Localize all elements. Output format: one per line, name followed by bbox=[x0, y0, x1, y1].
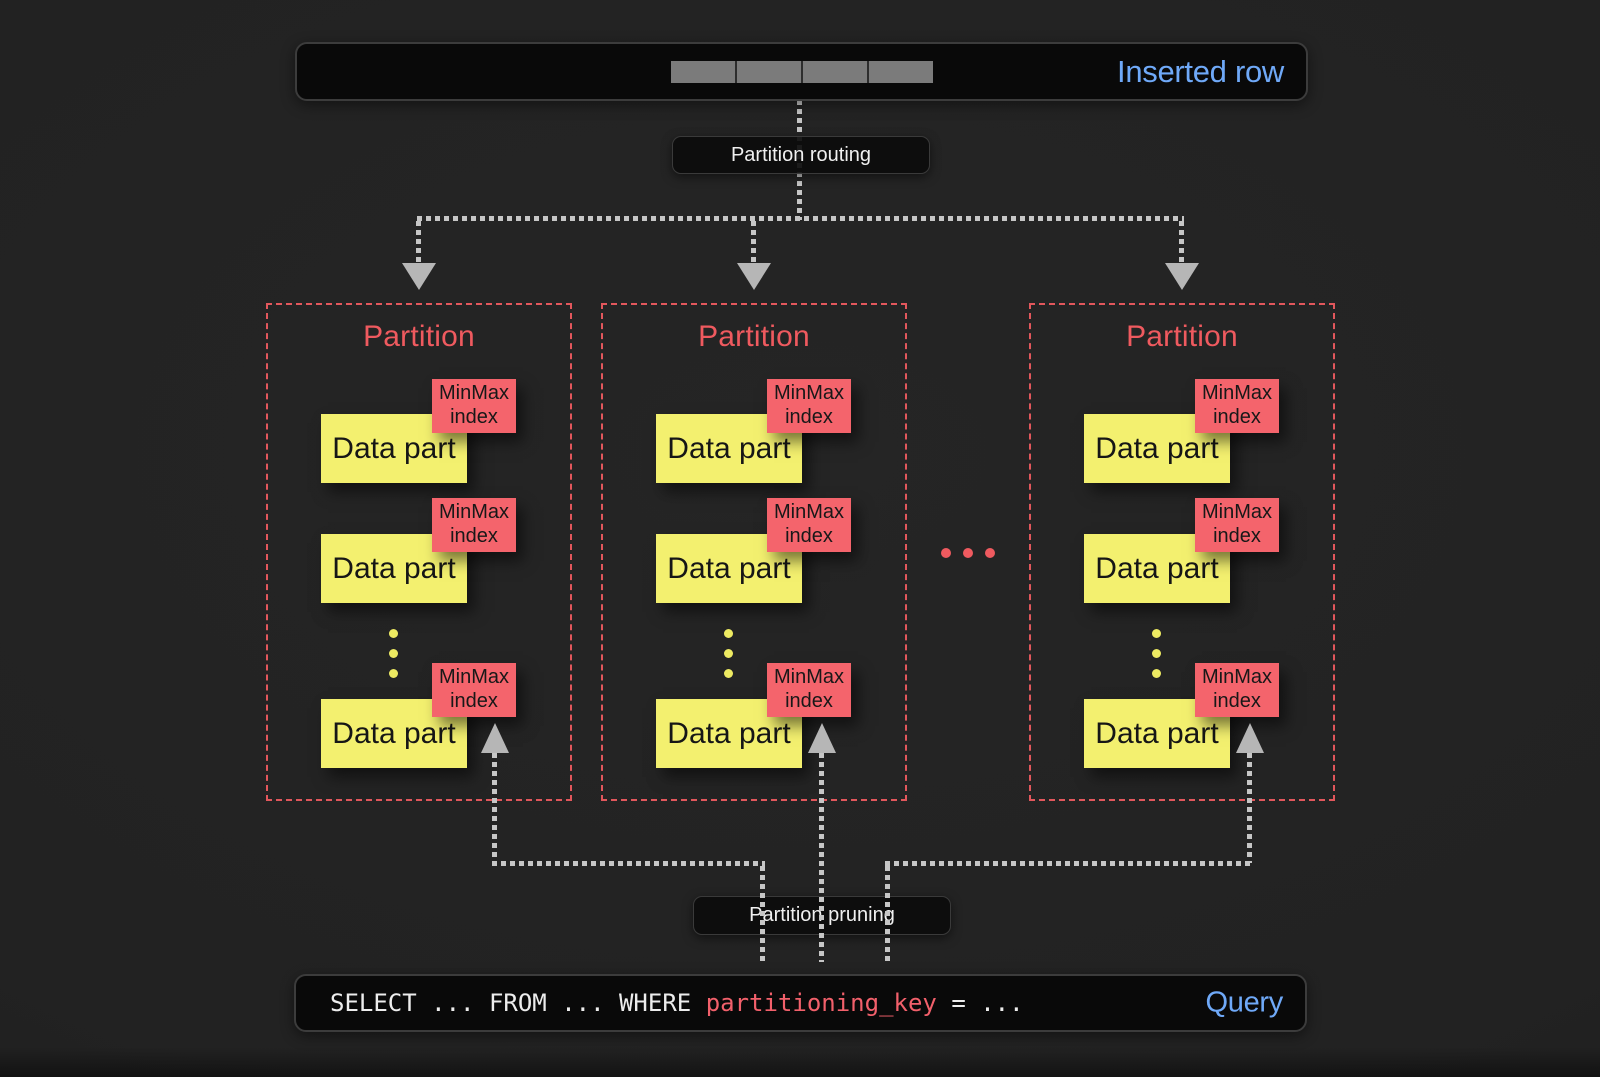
query-box: SELECT ... FROM ... WHERE partitioning_k… bbox=[294, 974, 1307, 1032]
partition-box-3: Partition Data part MinMax index Data pa… bbox=[1029, 303, 1335, 801]
minmax-tag-line2: index bbox=[1213, 406, 1261, 428]
data-part-box: Data part bbox=[321, 699, 467, 768]
pruning-arrow-up-3-icon bbox=[1236, 723, 1264, 753]
pruning-arrow-up-1-icon bbox=[481, 723, 509, 753]
sql-prefix: SELECT ... FROM ... WHERE bbox=[330, 989, 706, 1017]
inserted-row-cells bbox=[671, 61, 933, 83]
pruning-rise-line-1 bbox=[492, 753, 497, 863]
minmax-tag-line1: MinMax bbox=[1201, 382, 1272, 405]
routing-arrow-down-1-icon bbox=[402, 263, 436, 290]
inserted-row-box: Inserted row bbox=[295, 42, 1308, 101]
minmax-index-tag: MinMax index bbox=[767, 379, 851, 433]
sql-text: SELECT ... FROM ... WHERE partitioning_k… bbox=[330, 989, 1024, 1017]
pruning-leg-right bbox=[885, 866, 890, 962]
minmax-index-tag: MinMax index bbox=[432, 379, 516, 433]
sql-partitioning-key: partitioning_key bbox=[705, 989, 937, 1017]
row-cell bbox=[671, 61, 735, 83]
query-label: Query bbox=[1205, 986, 1284, 1019]
partitions-ellipsis bbox=[941, 548, 995, 558]
pruning-arrow-up-2-icon bbox=[808, 723, 836, 753]
routing-arrow-down-3-icon bbox=[1165, 263, 1199, 290]
pruning-leg-middle bbox=[819, 753, 824, 962]
partition-title: Partition bbox=[1126, 320, 1238, 353]
minmax-tag-line2: index bbox=[450, 406, 498, 428]
pruning-branch-line-left bbox=[492, 861, 765, 866]
routing-drop-line-2 bbox=[751, 221, 756, 265]
more-parts-ellipsis bbox=[1152, 629, 1161, 678]
minmax-tag-line2: index bbox=[1213, 525, 1261, 547]
partition-box-1: Partition Data part MinMax index Data pa… bbox=[266, 303, 572, 801]
minmax-tag-line1: MinMax bbox=[773, 501, 844, 524]
minmax-index-tag: MinMax index bbox=[767, 498, 851, 552]
partition-title: Partition bbox=[363, 320, 475, 353]
row-cell bbox=[867, 61, 933, 83]
inserted-row-label: Inserted row bbox=[1117, 53, 1284, 89]
minmax-tag-line2: index bbox=[785, 525, 833, 547]
routing-arrow-down-2-icon bbox=[737, 263, 771, 290]
pruning-branch-line-right bbox=[885, 861, 1252, 866]
routing-drop-line-3 bbox=[1179, 221, 1184, 265]
minmax-tag-line1: MinMax bbox=[438, 501, 509, 524]
more-parts-ellipsis bbox=[724, 629, 733, 678]
minmax-index-tag: MinMax index bbox=[432, 498, 516, 552]
partition-routing-label: Partition routing bbox=[730, 143, 872, 166]
more-parts-ellipsis bbox=[389, 629, 398, 678]
partition-routing-badge: Partition routing bbox=[672, 136, 930, 174]
minmax-tag-line2: index bbox=[450, 690, 498, 712]
sql-suffix: = ... bbox=[936, 989, 1024, 1017]
routing-branch-line bbox=[417, 216, 1184, 221]
minmax-index-tag: MinMax index bbox=[432, 663, 516, 717]
minmax-tag-line2: index bbox=[1213, 690, 1261, 712]
pruning-leg-left bbox=[760, 866, 765, 962]
minmax-index-tag: MinMax index bbox=[1195, 379, 1279, 433]
minmax-tag-line2: index bbox=[785, 690, 833, 712]
minmax-tag-line2: index bbox=[450, 525, 498, 547]
minmax-tag-line2: index bbox=[785, 406, 833, 428]
row-cell bbox=[801, 61, 867, 83]
routing-drop-line-1 bbox=[416, 221, 421, 265]
minmax-index-tag: MinMax index bbox=[1195, 663, 1279, 717]
data-part-box: Data part bbox=[1084, 414, 1230, 483]
partition-title: Partition bbox=[698, 320, 810, 353]
minmax-index-tag: MinMax index bbox=[767, 663, 851, 717]
minmax-tag-line1: MinMax bbox=[1201, 666, 1272, 689]
partition-box-2: Partition Data part MinMax index Data pa… bbox=[601, 303, 907, 801]
minmax-tag-line1: MinMax bbox=[1201, 501, 1272, 524]
minmax-tag-line1: MinMax bbox=[773, 666, 844, 689]
minmax-tag-line1: MinMax bbox=[438, 666, 509, 689]
minmax-tag-line1: MinMax bbox=[438, 382, 509, 405]
row-cell bbox=[735, 61, 801, 83]
minmax-tag-line1: MinMax bbox=[773, 382, 844, 405]
pruning-rise-line-3 bbox=[1247, 753, 1252, 863]
minmax-index-tag: MinMax index bbox=[1195, 498, 1279, 552]
vignette-bottom bbox=[0, 1047, 1600, 1077]
